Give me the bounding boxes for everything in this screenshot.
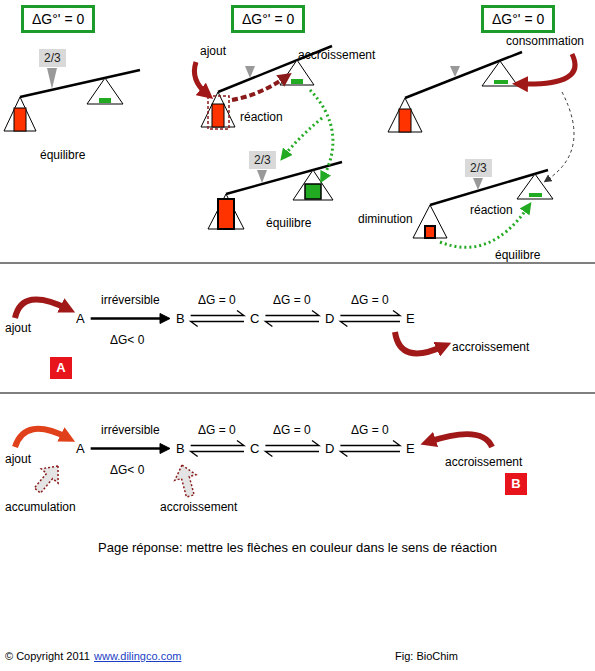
fraction-box: 2/3 bbox=[465, 159, 492, 177]
annotation-label: réaction bbox=[470, 203, 513, 217]
node-text: A bbox=[76, 311, 85, 326]
metabolite-letter: A bbox=[73, 440, 88, 457]
equilibrium-arrow bbox=[340, 441, 400, 457]
equilibrium-arrow bbox=[340, 311, 400, 327]
edge-label: ΔG = 0 bbox=[349, 423, 391, 437]
node-text: ΔG°' = 0 bbox=[242, 11, 294, 27]
fraction-box: 2/3 bbox=[249, 151, 276, 169]
metabolite-letter: E bbox=[403, 310, 418, 327]
node-text: E bbox=[406, 441, 415, 456]
edge-label: ΔG = 0 bbox=[196, 293, 238, 307]
annotation-label: accroissement bbox=[298, 48, 375, 62]
node-text: 2/3 bbox=[470, 161, 487, 175]
node-text: C bbox=[250, 311, 259, 326]
annotation-label: accroissement bbox=[445, 455, 522, 469]
annotation-label: ajout bbox=[200, 44, 226, 58]
metabolite-letter: D bbox=[322, 310, 337, 327]
node-text: ΔG°' = 0 bbox=[492, 11, 544, 27]
node-text: ΔG°' = 0 bbox=[32, 11, 84, 27]
edge-label: irréversible bbox=[99, 423, 162, 437]
delta-g-box: ΔG°' = 0 bbox=[231, 5, 305, 33]
node-text: C bbox=[250, 441, 259, 456]
annotation-label: diminution bbox=[358, 212, 413, 226]
fraction-box: 2/3 bbox=[39, 49, 66, 67]
edge-label: ΔG = 0 bbox=[349, 293, 391, 307]
annotation-label: consommation bbox=[506, 34, 584, 48]
edge-label: ΔG = 0 bbox=[271, 293, 313, 307]
metabolite-letter: B bbox=[173, 310, 188, 327]
red-square-tag: A bbox=[50, 357, 72, 379]
annotation-label: accumulation bbox=[5, 500, 76, 514]
delta-g-box: ΔG°' = 0 bbox=[21, 5, 95, 33]
equilibrium-arrow bbox=[191, 441, 244, 457]
annotation-label: équilibre bbox=[495, 248, 540, 262]
annotation-label: ajout bbox=[5, 321, 31, 335]
annotation-label: Fig: BioChim bbox=[395, 650, 458, 662]
node-text: A bbox=[76, 441, 85, 456]
annotation-label: ΔG< 0 bbox=[110, 463, 144, 477]
metabolite-letter: E bbox=[403, 440, 418, 457]
node-text: D bbox=[325, 311, 334, 326]
equilibrium-arrow bbox=[265, 441, 319, 457]
edge-label: ΔG = 0 bbox=[196, 423, 238, 437]
node-text: D bbox=[325, 441, 334, 456]
node-text: B bbox=[176, 311, 185, 326]
node-text: 2/3 bbox=[254, 153, 271, 167]
red-square-tag: B bbox=[505, 473, 527, 495]
metabolite-letter: C bbox=[247, 310, 262, 327]
reaction-arrow bbox=[91, 444, 170, 454]
metabolite-letter: C bbox=[247, 440, 262, 457]
annotation-label: équilibre bbox=[40, 148, 85, 162]
annotation-label: accroissement bbox=[160, 500, 237, 514]
annotation-label: © Copyright 2011 bbox=[5, 650, 90, 662]
website-link: www.dilingco.com bbox=[94, 650, 181, 662]
annotation-label: réaction bbox=[240, 110, 283, 124]
metabolite-letter: D bbox=[322, 440, 337, 457]
node-text: 2/3 bbox=[44, 51, 61, 65]
caption: Page réponse: mettre les flèches en coul… bbox=[0, 540, 595, 555]
node-text: B bbox=[511, 476, 520, 491]
equilibrium-arrow bbox=[265, 311, 319, 327]
edge-label: ΔG = 0 bbox=[271, 423, 313, 437]
metabolite-letter: A bbox=[73, 310, 88, 327]
annotation-label: accroissement bbox=[452, 340, 529, 354]
annotation-label: équilibre bbox=[266, 216, 311, 230]
metabolite-letter: B bbox=[173, 440, 188, 457]
node-text: A bbox=[56, 360, 65, 375]
node-text: B bbox=[176, 441, 185, 456]
edge-label: irréversible bbox=[99, 293, 162, 307]
reaction-arrow bbox=[91, 314, 170, 324]
annotation-label: ajout bbox=[5, 452, 31, 466]
node-text: E bbox=[406, 311, 415, 326]
delta-g-box: ΔG°' = 0 bbox=[481, 5, 555, 33]
equilibrium-arrow bbox=[191, 311, 244, 327]
annotation-label: ΔG< 0 bbox=[110, 333, 144, 347]
